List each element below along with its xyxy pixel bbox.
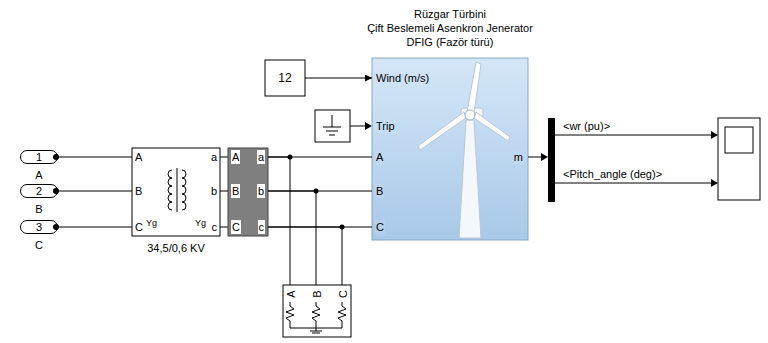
signal-wire — [58, 157, 132, 158]
transformer-core — [177, 168, 178, 212]
port-label: C — [336, 290, 350, 299]
port-label: B — [310, 290, 324, 299]
transformer-block — [132, 148, 220, 236]
port-label: a — [211, 150, 217, 164]
turbine-hub — [465, 110, 475, 120]
port-label: A — [135, 150, 142, 164]
signal-wire — [220, 191, 228, 192]
transformer-coil — [168, 170, 172, 210]
signal-label: <wr (pu)> — [562, 119, 611, 133]
block-name: 34,5/0,6 KV — [147, 241, 205, 255]
arrow-head — [711, 131, 718, 139]
signal-wire — [220, 157, 228, 158]
port-label: b — [257, 184, 265, 198]
arrow-head — [541, 153, 548, 161]
constant-block — [265, 60, 305, 96]
arrow-head — [711, 179, 718, 187]
inport: 3C — [20, 220, 58, 234]
block-title: Rüzgar Türbini — [414, 7, 486, 21]
turbine-tower — [459, 120, 481, 238]
turbine-block — [372, 58, 528, 240]
port-name: C — [21, 238, 57, 252]
resistor-symbol — [286, 302, 346, 333]
scope-block — [718, 118, 760, 200]
arrow-head — [365, 122, 372, 130]
port-name: B — [21, 202, 57, 216]
signal-line — [555, 135, 712, 136]
port-number: 2 — [21, 184, 57, 198]
block-title: DFIG (Fazör türü) — [407, 35, 494, 49]
port-label: A — [231, 150, 240, 164]
block-title: Çift Beslemeli Asenkron Jenerator — [367, 21, 533, 35]
port-label: B — [135, 184, 142, 198]
signal-wire — [268, 227, 342, 285]
bus-block: AaBbCc — [228, 148, 268, 236]
port-number: 1 — [21, 150, 57, 164]
signal-label: <Pitch_angle (deg)> — [562, 167, 663, 181]
port-label: A — [375, 150, 384, 164]
transformer-coil — [182, 170, 186, 210]
constant-value: 12 — [265, 71, 305, 85]
inport: 2B — [20, 184, 58, 198]
inport: 1A — [20, 150, 58, 164]
transformer: ABCabcYgYg34,5/0,6 KV — [132, 148, 220, 236]
port-label: C — [231, 220, 241, 234]
signal-wire — [58, 191, 132, 192]
signal-wire — [268, 157, 290, 285]
winding-label: Yg — [195, 216, 206, 230]
turbine-blade — [467, 62, 481, 113]
ground-block — [315, 110, 350, 142]
port-label: b — [211, 184, 217, 198]
constant-block: 12 — [265, 60, 305, 96]
ground-symbol — [323, 115, 341, 135]
scope-screen — [725, 127, 753, 153]
wind-turbine: Rüzgar TürbiniÇift Beslemeli Asenkron Je… — [372, 58, 528, 240]
signal-line — [555, 183, 712, 184]
turbine-blade — [418, 112, 466, 150]
port-label: C — [375, 220, 385, 234]
signal-wire — [220, 227, 228, 228]
port-label: Wind (m/s) — [375, 71, 430, 85]
signal-line — [350, 126, 366, 127]
port-label: c — [258, 220, 266, 234]
bus-selector — [548, 118, 555, 202]
port-label: B — [375, 184, 384, 198]
port-label: A — [284, 290, 298, 299]
port-label: C — [135, 220, 143, 234]
signal-wire — [305, 78, 372, 79]
port-label: B — [231, 184, 240, 198]
turbine-blade — [474, 112, 510, 141]
port-number: 3 — [21, 220, 57, 234]
port-label: Trip — [375, 119, 396, 133]
port-name: A — [21, 168, 57, 182]
load-block: A B C — [283, 285, 351, 337]
bus-block — [228, 148, 268, 236]
winding-label: Yg — [146, 216, 157, 230]
signal-wire — [58, 227, 132, 228]
signal-wire — [268, 191, 316, 285]
load-block — [283, 285, 351, 337]
port-label: a — [257, 150, 265, 164]
signal-line — [528, 157, 542, 158]
port-label: c — [212, 220, 218, 234]
port-label: m — [513, 150, 524, 164]
